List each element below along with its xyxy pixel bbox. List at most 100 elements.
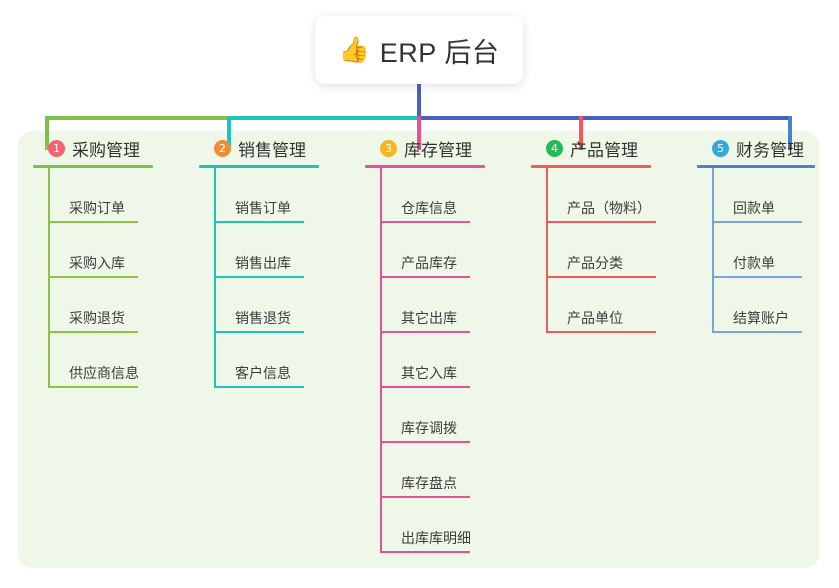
leaf-item[interactable]: 销售出库: [199, 223, 319, 278]
branch-badge-4: 4: [546, 139, 563, 157]
leaf-item-label: 产品（物料）: [567, 200, 651, 216]
branch-rule-3: [365, 165, 485, 168]
leaf-item-rule: [214, 221, 304, 223]
leaf-item-rule: [48, 331, 138, 333]
branch-header-1[interactable]: 1 采购管理: [30, 131, 153, 165]
branch-rule-4: [531, 165, 651, 168]
branch-title-5: 财务管理: [736, 140, 804, 160]
leaf-item-label: 销售退货: [235, 310, 291, 326]
leaf-item[interactable]: 供应商信息: [33, 333, 153, 388]
leaf-item-rule: [214, 276, 304, 278]
leaf-item-rule: [214, 331, 304, 333]
leaf-item-label: 销售订单: [235, 200, 291, 216]
branch-rule-1: [33, 165, 153, 168]
branch-badge-5: 5: [712, 139, 729, 157]
leaf-item-rule: [380, 496, 470, 498]
branch-column-5: 5 财务管理回款单付款单结算账户: [694, 131, 815, 333]
leaf-item[interactable]: 出库库明细: [365, 498, 485, 553]
leaf-item-rule: [712, 221, 802, 223]
leaf-item-label: 结算账户: [733, 310, 789, 326]
root-title: ERP 后台: [379, 37, 500, 68]
leaf-item-label: 库存盘点: [401, 475, 457, 491]
branch-rule-5: [697, 165, 815, 168]
leaf-item-label: 其它入库: [401, 365, 457, 381]
leaf-item-label: 采购订单: [69, 200, 125, 216]
leaf-item-rule: [380, 221, 470, 223]
leaf-item-label: 回款单: [733, 200, 775, 216]
leaf-item-rule: [380, 386, 470, 388]
leaf-item-rule: [48, 386, 138, 388]
branch-items-3: 仓库信息产品库存其它出库其它入库库存调拨库存盘点出库库明细: [365, 168, 485, 553]
leaf-item-rule: [214, 386, 304, 388]
branch-items-5: 回款单付款单结算账户: [697, 168, 815, 333]
branch-items-1: 采购订单采购入库采购退货供应商信息: [33, 168, 153, 388]
leaf-item-label: 产品单位: [567, 310, 623, 326]
branch-badge-3: 3: [380, 139, 397, 157]
leaf-item-rule: [380, 551, 470, 553]
branch-column-1: 1 采购管理采购订单采购入库采购退货供应商信息: [30, 131, 153, 388]
branch-header-4[interactable]: 4 产品管理: [528, 131, 651, 165]
leaf-item[interactable]: 库存调拨: [365, 388, 485, 443]
leaf-item[interactable]: 产品库存: [365, 223, 485, 278]
branch-badge-1: 1: [48, 139, 65, 157]
leaf-item[interactable]: 采购退货: [33, 278, 153, 333]
branch-title-4: 产品管理: [570, 140, 638, 160]
leaf-item-label: 产品库存: [401, 255, 457, 271]
leaf-item-label: 仓库信息: [401, 200, 457, 216]
leaf-item-label: 产品分类: [567, 255, 623, 271]
branch-items-4: 产品（物料） 产品分类产品单位: [531, 168, 656, 333]
branch-column-3: 3 库存管理仓库信息产品库存其它出库其它入库库存调拨库存盘点出库库明细: [362, 131, 485, 553]
leaf-item-label: 其它出库: [401, 310, 457, 326]
leaf-item[interactable]: 结算账户: [697, 278, 815, 333]
leaf-item-label: 出库库明细: [401, 530, 471, 546]
branch-header-3[interactable]: 3 库存管理: [362, 131, 485, 165]
branch-column-2: 2 销售管理销售订单销售出库销售退货客户信息: [196, 131, 319, 388]
branch-rule-2: [199, 165, 319, 168]
leaf-item[interactable]: 其它入库: [365, 333, 485, 388]
branch-spine-5: [712, 168, 714, 333]
thumbs-up-icon: 👍: [338, 35, 370, 64]
leaf-item-rule: [48, 276, 138, 278]
leaf-item[interactable]: 销售退货: [199, 278, 319, 333]
leaf-item-rule: [546, 221, 656, 223]
branch-spine-1: [48, 168, 50, 388]
leaf-item-rule: [546, 276, 656, 278]
branch-spine-3: [380, 168, 382, 553]
leaf-item-rule: [380, 276, 470, 278]
leaf-item-label: 库存调拨: [401, 420, 457, 436]
leaf-item-rule: [712, 331, 802, 333]
leaf-item-label: 付款单: [733, 255, 775, 271]
leaf-item-label: 供应商信息: [69, 365, 139, 381]
leaf-item[interactable]: 库存盘点: [365, 443, 485, 498]
root-node[interactable]: 👍 ERP 后台: [315, 16, 523, 84]
branch-badge-2: 2: [214, 139, 231, 157]
leaf-item[interactable]: 客户信息: [199, 333, 319, 388]
leaf-item[interactable]: 回款单: [697, 168, 815, 223]
branch-header-2[interactable]: 2 销售管理: [196, 131, 319, 165]
leaf-item-rule: [380, 331, 470, 333]
leaf-item[interactable]: 销售订单: [199, 168, 319, 223]
leaf-item-label: 客户信息: [235, 365, 291, 381]
leaf-item[interactable]: 仓库信息: [365, 168, 485, 223]
branch-items-2: 销售订单销售出库销售退货客户信息: [199, 168, 319, 388]
branch-title-2: 销售管理: [238, 140, 306, 160]
branch-title-1: 采购管理: [72, 140, 140, 160]
branch-column-4: 4 产品管理产品（物料） 产品分类产品单位: [528, 131, 656, 333]
leaf-item-label: 销售出库: [235, 255, 291, 271]
leaf-item[interactable]: 其它出库: [365, 278, 485, 333]
leaf-item[interactable]: 产品分类: [531, 223, 656, 278]
leaf-item[interactable]: 付款单: [697, 223, 815, 278]
leaf-item-rule: [380, 441, 470, 443]
leaf-item[interactable]: 产品（物料）: [531, 168, 656, 223]
leaf-item[interactable]: 采购入库: [33, 223, 153, 278]
leaf-item[interactable]: 产品单位: [531, 278, 656, 333]
branch-header-5[interactable]: 5 财务管理: [694, 131, 815, 165]
branch-spine-2: [214, 168, 216, 388]
leaf-item-rule: [546, 331, 656, 333]
leaf-item[interactable]: 采购订单: [33, 168, 153, 223]
branch-title-3: 库存管理: [404, 140, 472, 160]
leaf-item-rule: [48, 221, 138, 223]
leaf-item-label: 采购入库: [69, 255, 125, 271]
branch-spine-4: [546, 168, 548, 333]
diagram-panel: [18, 131, 819, 568]
